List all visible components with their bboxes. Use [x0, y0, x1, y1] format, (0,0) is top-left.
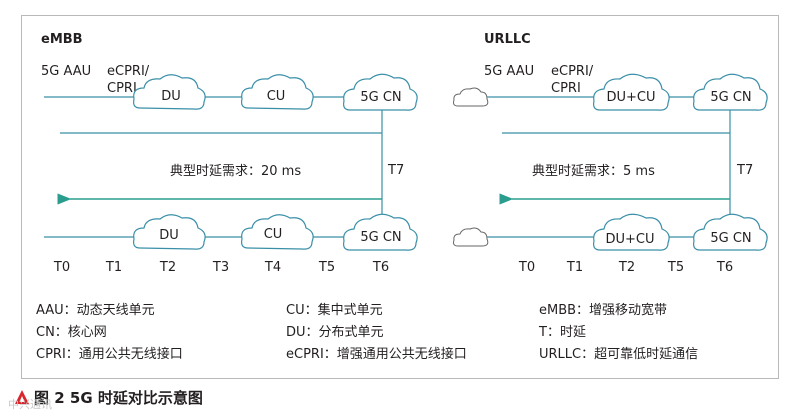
urllc-bottom-ducu-label: DU+CU — [605, 232, 654, 247]
legend-ecpri: eCPRI：增强通用公共无线接口 — [286, 347, 467, 362]
urllc-t5: T5 — [667, 260, 684, 275]
urllc-top-cn-label: 5G CN — [710, 90, 751, 105]
legend-column-1: AAU：动态天线单元 CN：核心网 CPRI：通用公共无线接口 — [36, 300, 183, 366]
embb-bottom-cn-cloud: 5G CN — [343, 213, 418, 251]
embb-top-cu-label: CU — [267, 89, 286, 104]
embb-top-cu-cloud: CU — [241, 74, 314, 110]
embb-t7-label: T7 — [387, 163, 404, 178]
urllc-aau-label: 5G AAU — [484, 64, 534, 79]
legend-column-2: CU：集中式单元 DU：分布式单元 eCPRI：增强通用公共无线接口 — [286, 300, 467, 366]
legend-t: T：时延 — [539, 325, 586, 340]
legend-cu: CU：集中式单元 — [286, 303, 383, 318]
urllc-bottom-ducu-cloud: DU+CU — [593, 213, 670, 251]
urllc-title: URLLC — [484, 32, 531, 47]
watermark: 中兴通讯 — [8, 398, 52, 411]
urllc-t0: T0 — [518, 260, 535, 275]
urllc-bottom-aau-cloud — [453, 227, 489, 247]
legend-du: DU：分布式单元 — [286, 325, 384, 340]
embb-t6: T6 — [372, 260, 389, 275]
urllc-top-ducu-cloud: DU+CU — [593, 73, 670, 111]
embb-bottom-cu-cloud: CU — [241, 214, 314, 250]
urllc-top-cn-cloud: 5G CN — [693, 73, 768, 111]
diagram-frame — [21, 15, 779, 379]
embb-latency-text: 典型时延需求：20 ms — [170, 164, 301, 179]
legend-cpri: CPRI：通用公共无线接口 — [36, 347, 183, 362]
embb-t1: T1 — [105, 260, 122, 275]
embb-top-du-label: DU — [161, 89, 181, 104]
figure-caption: 图 2 5G 时延对比示意图 — [14, 385, 203, 409]
embb-cpri-label-1: eCPRI/ — [107, 64, 150, 79]
embb-t0: T0 — [53, 260, 70, 275]
embb-aau-label: 5G AAU — [41, 64, 91, 79]
embb-t2: T2 — [159, 260, 176, 275]
embb-bottom-du-cloud: DU — [133, 214, 206, 250]
urllc-t7-label: T7 — [736, 163, 753, 178]
embb-t3: T3 — [212, 260, 229, 275]
urllc-bottom-cn-cloud: 5G CN — [693, 213, 768, 251]
embb-t-labels: T0 T1 T2 T3 T4 T5 T6 — [53, 260, 389, 275]
urllc-top-aau-cloud — [453, 87, 489, 107]
urllc-latency-text: 典型时延需求：5 ms — [532, 164, 655, 179]
embb-top-cn-cloud: 5G CN — [343, 73, 418, 111]
embb-bottom-cn-label: 5G CN — [360, 230, 401, 245]
urllc-t2: T2 — [618, 260, 635, 275]
embb-bottom-cu-label: CU — [264, 227, 283, 242]
embb-t5: T5 — [318, 260, 335, 275]
embb-t4: T4 — [264, 260, 281, 275]
legend-cn: CN：核心网 — [36, 325, 107, 340]
warning-triangle-icon — [15, 390, 29, 404]
urllc-cpri-label-1: eCPRI/ — [551, 64, 594, 79]
urllc-top-ducu-label: DU+CU — [606, 90, 655, 105]
legend-aau: AAU：动态天线单元 — [36, 303, 155, 318]
urllc-cpri-label-2: CPRI — [551, 81, 581, 96]
legend-urllc: URLLC：超可靠低时延通信 — [539, 347, 699, 362]
urllc-t-labels: T0 T1 T2 T5 T6 — [518, 260, 733, 275]
caption-text: 图 2 5G 时延对比示意图 — [34, 388, 203, 407]
embb-top-cn-label: 5G CN — [360, 90, 401, 105]
urllc-t6: T6 — [716, 260, 733, 275]
embb-cpri-label-2: CPRI — [107, 81, 137, 96]
embb-title: eMBB — [41, 32, 83, 47]
embb-bottom-du-label: DU — [159, 228, 179, 243]
urllc-t1: T1 — [566, 260, 583, 275]
embb-top-du-cloud: DU — [133, 74, 206, 110]
legend-embb: eMBB：增强移动宽带 — [539, 303, 668, 318]
urllc-bottom-cn-label: 5G CN — [710, 231, 751, 246]
legend-column-3: eMBB：增强移动宽带 T：时延 URLLC：超可靠低时延通信 — [539, 300, 698, 366]
